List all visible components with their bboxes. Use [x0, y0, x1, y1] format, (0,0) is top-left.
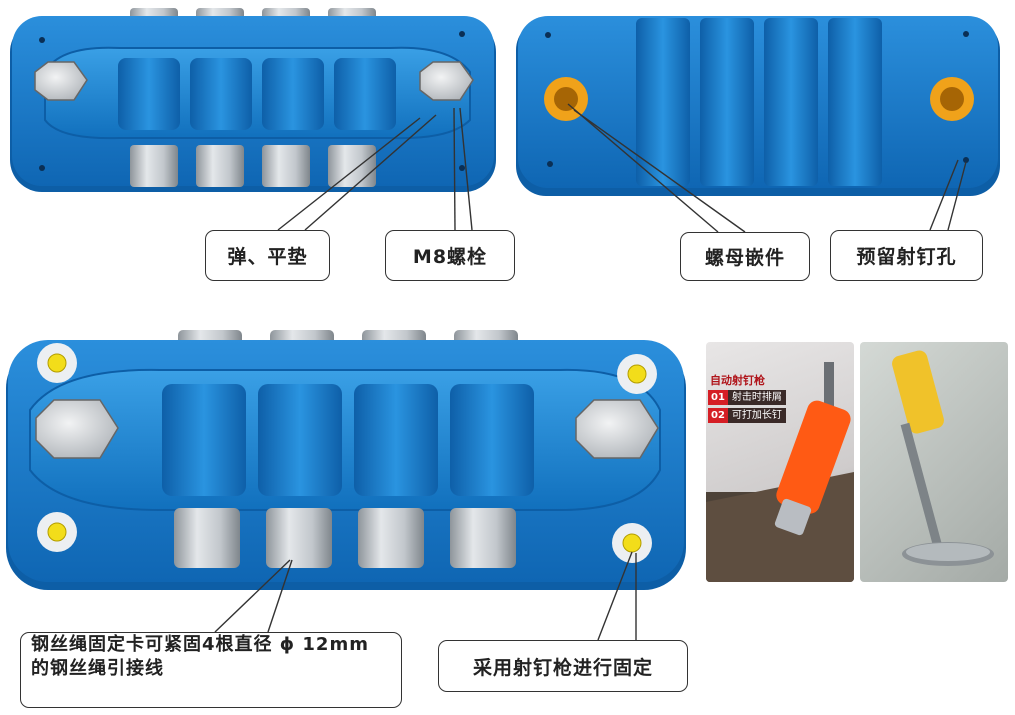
label-nut-insert-text: 螺母嵌件	[704, 247, 785, 269]
feature-1-text: 射击时排屑	[727, 390, 786, 405]
label-reserved-hole: 预留射钉孔	[830, 230, 983, 281]
feature-1-num: 01	[708, 390, 728, 405]
clamp-installed	[6, 330, 686, 590]
feature-2-num: 02	[708, 408, 728, 423]
label-nail-gun-fix: 采用射钉枪进行固定	[438, 640, 688, 692]
nail-gun-feature-1: 01 射击时排屑	[708, 390, 786, 405]
nail-gun-illustration	[706, 362, 854, 582]
label-clamp-description-line1: 钢丝绳固定卡可紧固4根直径 ϕ 12mm	[31, 634, 369, 655]
nail-photo	[860, 342, 1008, 582]
label-washer-text: 弹、平垫	[227, 246, 308, 268]
leader-lines	[214, 103, 967, 641]
label-clamp-description: 钢丝绳固定卡可紧固4根直径 ϕ 12mm 的钢丝绳引接线	[20, 632, 402, 708]
label-clamp-description-line2: 的钢丝绳引接线	[31, 658, 164, 679]
label-bolt: M8螺栓	[385, 230, 515, 281]
nail-illustration	[892, 350, 994, 566]
clamp-top-left	[10, 8, 496, 192]
label-nut-insert: 螺母嵌件	[680, 232, 810, 281]
label-washer: 弹、平垫	[205, 230, 330, 281]
nail-gun-photo: 自动射钉枪 01 射击时排屑 02 可打加长钉	[706, 342, 854, 582]
clamp-base-top-right	[516, 16, 1000, 196]
nail-gun-feature-2: 02 可打加长钉	[708, 408, 786, 423]
nail-gun-ad-title: 自动射钉枪	[710, 374, 765, 387]
label-nail-gun-fix-text: 采用射钉枪进行固定	[472, 656, 653, 679]
label-reserved-hole-text: 预留射钉孔	[856, 246, 957, 268]
feature-2-text: 可打加长钉	[727, 408, 786, 423]
label-bolt-text: M8螺栓	[412, 246, 488, 268]
